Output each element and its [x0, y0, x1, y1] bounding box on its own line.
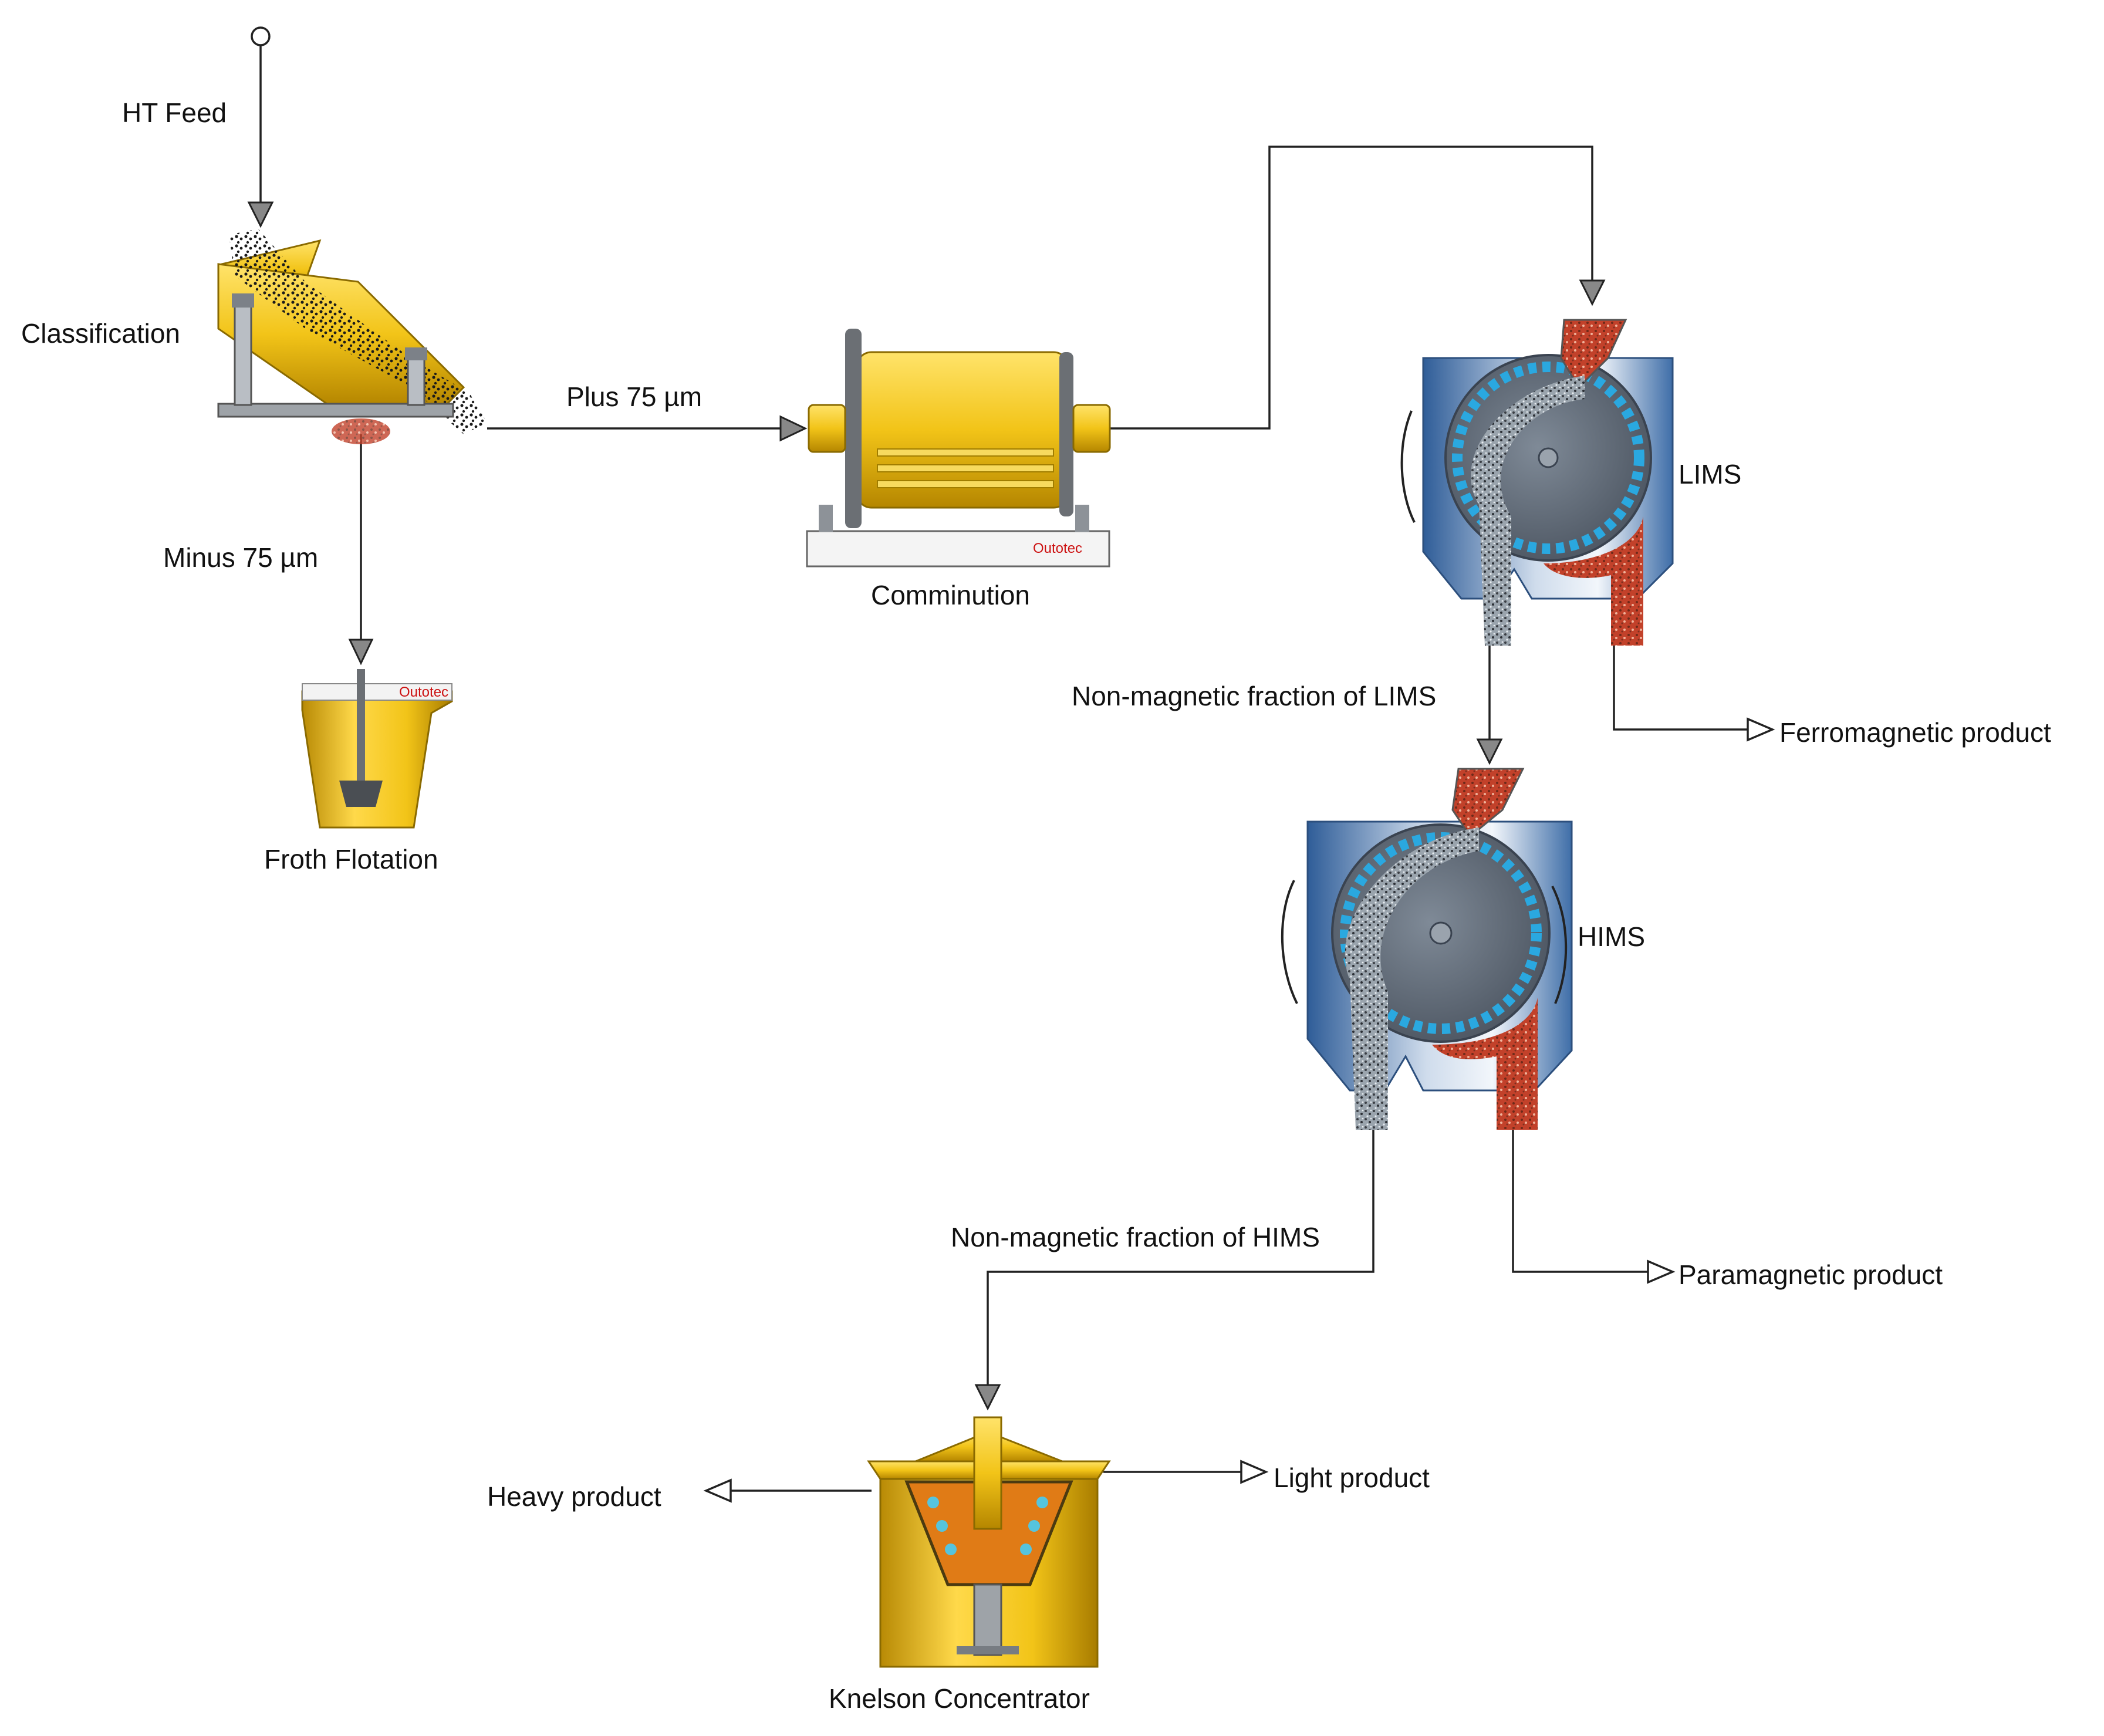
- feed-start-node: [251, 26, 271, 46]
- screen-spring-left: [232, 293, 254, 308]
- lims-arrow: [1579, 279, 1606, 306]
- comminution-mill: Outotec: [806, 329, 1111, 568]
- knelson-base-plate: [957, 1646, 1019, 1654]
- lims-feed-flow: [1471, 376, 1585, 646]
- minus-label: Minus 75 µm: [163, 542, 318, 573]
- heavy-label: Heavy product: [487, 1481, 661, 1512]
- hims-rotation-arc-right: [1551, 886, 1568, 1004]
- flotation-tank: [301, 690, 453, 829]
- lims-label: LIMS: [1679, 459, 1741, 489]
- mill-stripe-1: [877, 448, 1054, 457]
- flow-lines: [247, 26, 1775, 1503]
- lims-magnet-ring: [1452, 362, 1644, 554]
- hims-separator: [1281, 768, 1573, 1130]
- mill-leg-left: [819, 505, 833, 532]
- knelson-riffle-2: [936, 1520, 948, 1532]
- plus-label: Plus 75 µm: [566, 381, 702, 412]
- mill-ring-right: [1059, 352, 1073, 516]
- mill-stripe-2: [877, 464, 1054, 472]
- minus-arrow: [348, 639, 374, 666]
- para-arrow: [1647, 1259, 1676, 1284]
- ferro-label: Ferromagnetic product: [1779, 717, 2051, 748]
- feed-label: HT Feed: [122, 97, 227, 128]
- lims-feed-chute: [1560, 319, 1627, 389]
- mill-trunnion-left: [808, 404, 846, 453]
- mill-base: [806, 530, 1110, 568]
- hims-rotation-arc: [1281, 880, 1298, 1004]
- knelson-arrow: [974, 1384, 1001, 1411]
- knelson-riffle-6: [1020, 1544, 1032, 1555]
- knelson-riffle-1: [927, 1497, 939, 1508]
- mill-leg-right: [1075, 505, 1089, 532]
- hims-magnet-ring: [1340, 832, 1542, 1034]
- light-label: Light product: [1274, 1463, 1430, 1493]
- comminution-label: Comminution: [871, 580, 1030, 610]
- knelson-bowl: [904, 1480, 1073, 1586]
- knelson-shaft: [973, 1583, 1002, 1656]
- hims-label: HIMS: [1578, 921, 1645, 952]
- knelson-label: Knelson Concentrator: [829, 1683, 1090, 1714]
- mill-trunnion-right: [1072, 404, 1111, 453]
- light-arrow: [1240, 1460, 1269, 1484]
- flotation-brand: Outotec: [399, 684, 448, 700]
- classification-screen: [217, 229, 487, 444]
- mill-stripe-3: [877, 480, 1054, 488]
- mill-brand: Outotec: [1033, 541, 1082, 556]
- lims-magnetic-flow: [1544, 516, 1643, 646]
- knelson-riffle-3: [945, 1544, 957, 1555]
- knelson-feed-pipe: [973, 1416, 1002, 1530]
- ferro-line: [1613, 646, 1748, 731]
- lims-hub: [1538, 447, 1559, 468]
- screen-base: [217, 403, 454, 418]
- hims-magnetic-flow: [1432, 998, 1538, 1130]
- hims-arrow: [1476, 738, 1503, 765]
- hims-hub: [1429, 921, 1453, 945]
- flotation-label: Froth Flotation: [264, 844, 438, 874]
- heavy-arrow: [703, 1478, 732, 1503]
- para-label: Paramagnetic product: [1679, 1259, 1943, 1290]
- knelson-concentrator: [867, 1416, 1111, 1668]
- screen-post-right: [407, 357, 425, 406]
- nonmag-lims-label: Non-magnetic fraction of LIMS: [1072, 681, 1436, 711]
- hims-feed-flow: [1345, 828, 1479, 1130]
- lims-rotation-arc: [1400, 410, 1416, 523]
- ferro-arrow: [1747, 717, 1775, 742]
- flotation-shaft: [357, 669, 365, 783]
- screen-undersize: [332, 418, 390, 444]
- nonmag-hims-label: Non-magnetic fraction of HIMS: [951, 1222, 1320, 1252]
- para-line: [1512, 1130, 1648, 1273]
- screen-spring-right: [405, 347, 427, 360]
- knelson-riffle-5: [1028, 1520, 1040, 1532]
- screen-post-left: [234, 304, 252, 406]
- flotation-top-band: [302, 683, 452, 701]
- plus-arrow: [779, 415, 808, 442]
- froth-flotation-cell: Outotec: [301, 669, 453, 829]
- flotation-impeller: [339, 781, 383, 807]
- comminution-to-lims-line: [1109, 146, 1593, 430]
- hims-nonmag-line: [987, 1130, 1374, 1385]
- lims-separator: [1400, 319, 1674, 646]
- mill-ring-left: [845, 329, 862, 528]
- labels: HT Feed Classification Plus 75 µm Minus …: [21, 97, 2051, 1714]
- feed-arrow: [247, 201, 274, 228]
- hims-feed-chute: [1451, 768, 1525, 838]
- knelson-riffle-4: [1036, 1497, 1048, 1508]
- classification-label: Classification: [21, 318, 180, 349]
